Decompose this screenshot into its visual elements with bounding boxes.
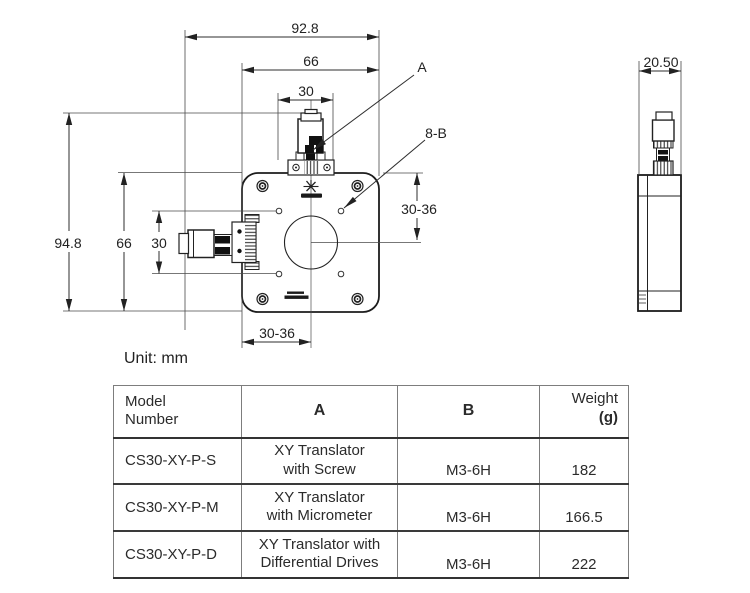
dimension-lines [68, 36, 681, 343]
header-weight: Weight (g) [539, 385, 629, 439]
spec-table: Model Number A B Weight (g) CS30-XY-P-S … [113, 385, 629, 579]
drive-a-cell: XY Translator with Micrometer [241, 482, 398, 531]
callout-a-label: A [417, 59, 427, 75]
drive-a-cell: XY Translator with Differential Drives [241, 529, 398, 578]
engraving-mark [284, 291, 309, 299]
corner-screw [351, 292, 364, 306]
dim-height-stage: 66 [116, 235, 132, 251]
weight-cell: 166.5 [539, 482, 629, 531]
weight-cell: 182 [539, 436, 629, 484]
callout-holes-label: 8-B [425, 125, 447, 141]
model-number-cell: CS30-XY-P-D [113, 529, 242, 578]
top-micrometer-front [287, 108, 335, 176]
thread-b-cell: M3-6H [397, 482, 540, 531]
technical-drawing: 92.8 66 30 A 8-B 94.8 66 30 30-36 30-36 … [54, 20, 682, 367]
left-micrometer-front [178, 214, 260, 270]
dimension-arrows [65, 33, 681, 346]
dim-height-overall: 94.8 [54, 235, 81, 251]
header-model-number: Model Number [113, 385, 242, 439]
dim-width-stage: 66 [303, 53, 319, 69]
brand-logo-icon [301, 180, 322, 198]
dim-side-thickness: 20.50 [643, 54, 678, 70]
dim-width-actuator: 30 [298, 83, 314, 99]
header-b: B [397, 385, 540, 439]
spec-table-header-row: Model Number A B Weight (g) [113, 385, 629, 439]
center-aperture [283, 215, 339, 270]
corner-screw [351, 179, 364, 193]
mounting-hole [275, 270, 283, 278]
dim-width-overall: 92.8 [291, 20, 318, 36]
weight-cell: 222 [539, 529, 629, 578]
thread-b-cell: M3-6H [397, 436, 540, 484]
header-a: A [241, 385, 398, 439]
stage-interior [256, 179, 364, 306]
unit-note: Unit: mm [124, 350, 188, 367]
mounting-hole [337, 207, 345, 215]
table-row: CS30-XY-P-M XY Translator with Micromete… [113, 482, 629, 531]
mounting-hole [337, 270, 345, 278]
thread-b-cell: M3-6H [397, 529, 540, 578]
dim-height-holes: 30 [151, 235, 167, 251]
extension-lines [63, 30, 682, 348]
model-number-cell: CS30-XY-P-M [113, 482, 242, 531]
table-row: CS30-XY-P-D XY Translator with Different… [113, 529, 629, 578]
side-view-body [637, 174, 682, 312]
corner-screw [256, 292, 269, 306]
model-number-cell: CS30-XY-P-S [113, 436, 242, 484]
top-micrometer-side [651, 111, 675, 176]
dim-hole-span-right: 30-36 [401, 201, 437, 217]
mounting-hole [275, 207, 283, 215]
drive-a-cell: XY Translator with Screw [241, 436, 398, 484]
corner-screw [256, 179, 269, 193]
table-row: CS30-XY-P-S XY Translator with Screw M3-… [113, 436, 629, 484]
dim-hole-span-bottom: 30-36 [259, 325, 295, 341]
